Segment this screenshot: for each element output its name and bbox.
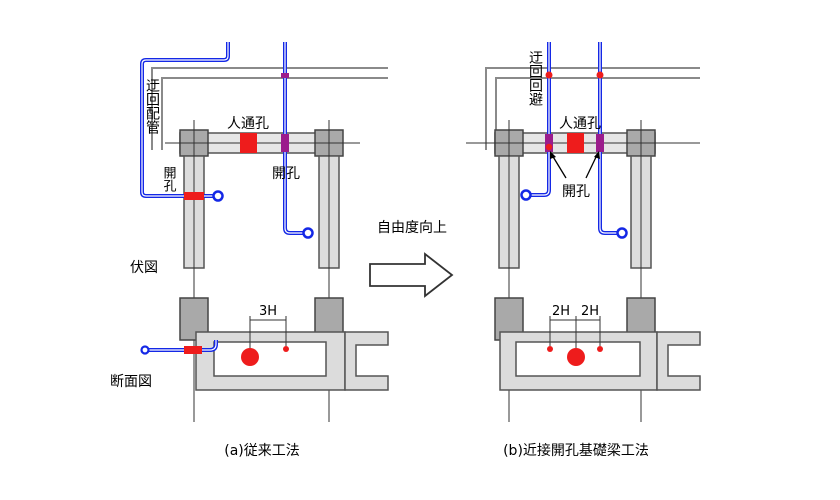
right-dimension-2h (549, 316, 601, 348)
right-section-small-opening-2 (597, 346, 603, 352)
left-dimension-label: 3H (259, 304, 277, 319)
right-section-manhole (567, 348, 585, 366)
section-view-label: 断面図 (110, 374, 152, 390)
right-opening-arrows (550, 151, 600, 179)
left-section-small-opening (283, 346, 289, 352)
left-side-opening-label: 開孔 (161, 166, 177, 192)
right-manhole (567, 133, 584, 153)
left-manhole-label: 人通孔 (227, 116, 269, 132)
right-section-beam-next (656, 331, 701, 391)
left-section-beam (195, 331, 346, 391)
right-caption: (b)近接開孔基礎梁工法 (503, 442, 649, 459)
left-section-beam-next (344, 331, 389, 391)
center-arrow-label: 自由度向上 (377, 220, 447, 236)
right-panel: 2H 2H 人通孔 開孔 迂回回避 (b)近接開孔基礎梁工法 (466, 42, 701, 459)
left-manhole (240, 133, 257, 153)
left-vertical-pipe (281, 42, 314, 239)
right-section-small-opening-1 (547, 346, 553, 352)
left-caption: (a)従来工法 (224, 443, 300, 459)
right-dimension-label-1: 2H (552, 304, 570, 319)
left-dimension-3h (249, 316, 287, 348)
right-manhole-label: 人通孔 (559, 116, 601, 132)
right-opening-label: 開孔 (562, 184, 590, 200)
left-panel: 3H 人通孔 開孔 迂回配管 開孔 (a)従来工法 (140, 42, 389, 459)
left-section-pipe (140, 340, 218, 355)
left-wall-opening (184, 192, 204, 200)
center-arrow (369, 252, 454, 298)
left-top-beam (151, 67, 388, 150)
plan-view-label: 伏図 (130, 260, 158, 276)
right-top-beam (485, 67, 700, 150)
left-section-manhole (241, 348, 259, 366)
right-dimension-label-2: 2H (581, 304, 599, 319)
left-detour-pipe-label: 迂回配管 (144, 78, 160, 134)
left-detour-pipe (140, 42, 230, 202)
right-pipe-2 (596, 42, 628, 239)
left-opening-label: 開孔 (272, 166, 300, 182)
right-detour-avoid-label: 迂回回避 (527, 50, 543, 107)
right-pipe-1 (520, 42, 553, 201)
